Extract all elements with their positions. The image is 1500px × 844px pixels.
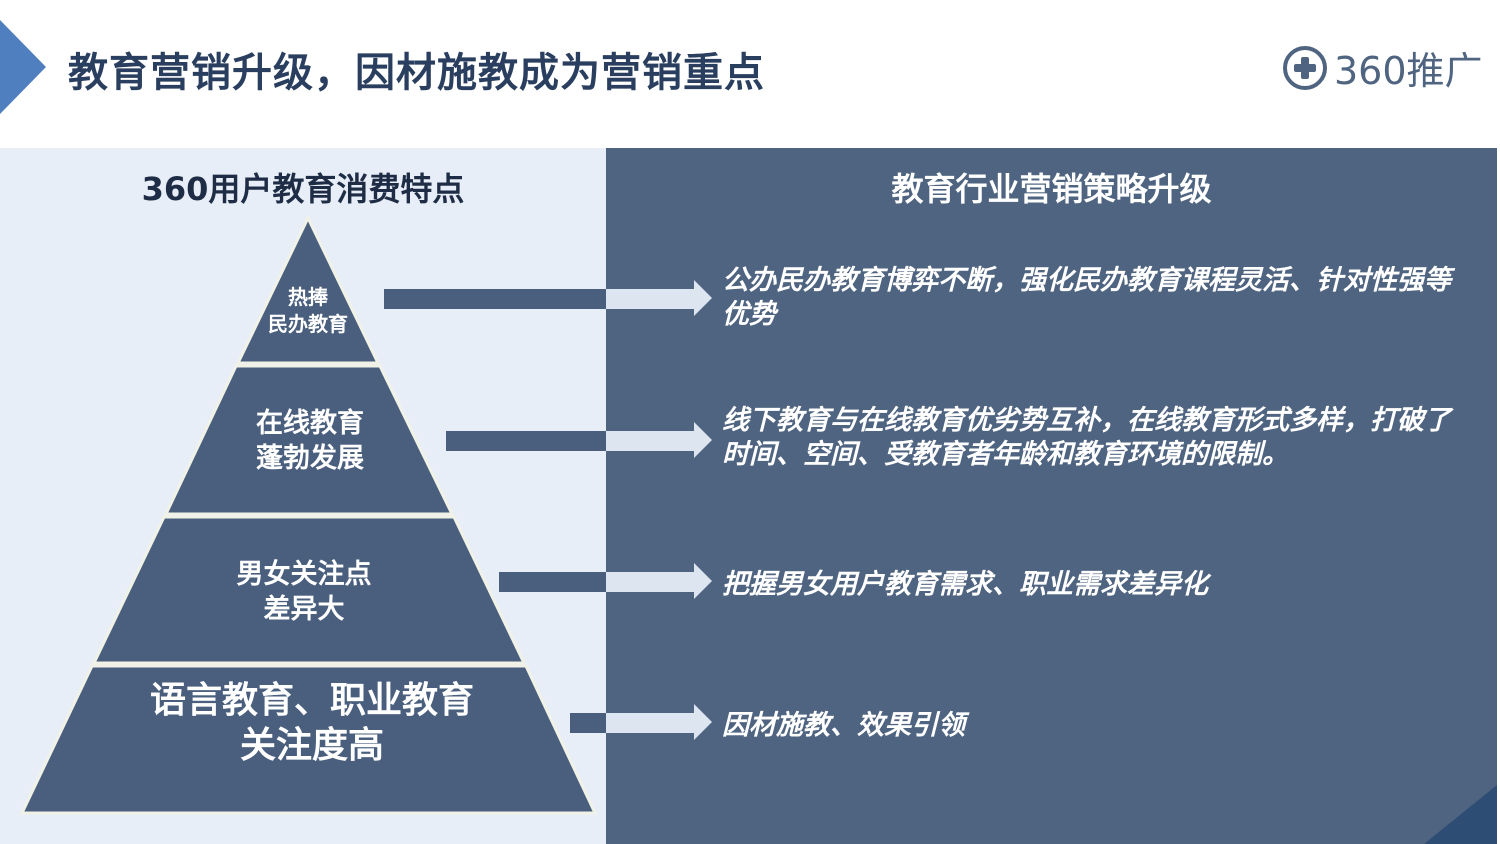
plus-circle-icon xyxy=(1283,45,1327,90)
pyramid-line: 差异大 xyxy=(263,594,345,625)
pyramid-line: 男女关注点 xyxy=(236,559,372,590)
pyramid-line: 语言教育、职业教育 xyxy=(149,680,475,721)
strategy-item-1: 公办民办教育博弈不断，强化民办教育课程灵活、针对性强等优势 xyxy=(722,265,1451,330)
strategy-item-2: 线下教育与在线教育优劣势互补，在线教育形式多样，打破了时间、空间、受教育者年龄和… xyxy=(722,405,1451,470)
pyramid-line: 热捧 xyxy=(288,285,328,309)
pyramid-layer-2 xyxy=(163,364,455,516)
arrow-4 xyxy=(570,704,712,740)
pyramid-label-1: 热捧 民办教育 xyxy=(268,284,348,338)
pyramid-line: 在线教育 xyxy=(256,408,364,439)
pyramid-line: 蓬勃发展 xyxy=(256,443,364,474)
pyramid-label-4: 语言教育、职业教育 关注度高 xyxy=(150,678,474,768)
arrow-2 xyxy=(446,422,712,458)
header-chevron-icon xyxy=(0,20,46,114)
pyramid-layer-1 xyxy=(235,214,381,365)
strategy-item-4: 因材施教、效果引领 xyxy=(722,710,965,741)
strategy-item-3: 把握男女用户教育需求、职业需求差异化 xyxy=(722,569,1208,600)
logo-360: 360推广 xyxy=(1282,40,1483,95)
pyramid-layer-4 xyxy=(19,664,598,815)
right-panel xyxy=(606,148,1497,844)
pyramid-layer-3 xyxy=(91,515,527,665)
pyramid-label-3: 男女关注点 差异大 xyxy=(237,557,372,627)
logo-text: 360推广 xyxy=(1334,49,1483,93)
pyramid-line: 民办教育 xyxy=(268,312,348,336)
arrow-1 xyxy=(384,280,712,316)
page-title: 教育营销升级，因材施教成为营销重点 xyxy=(68,50,765,96)
pyramid-line: 关注度高 xyxy=(239,725,385,766)
corner-triangle xyxy=(1424,785,1497,844)
right-heading: 教育行业营销策略升级 xyxy=(891,170,1212,208)
arrow-3 xyxy=(499,563,712,599)
pyramid-label-2: 在线教育 蓬勃发展 xyxy=(256,406,364,476)
left-heading: 360用户教育消费特点 xyxy=(141,170,465,208)
